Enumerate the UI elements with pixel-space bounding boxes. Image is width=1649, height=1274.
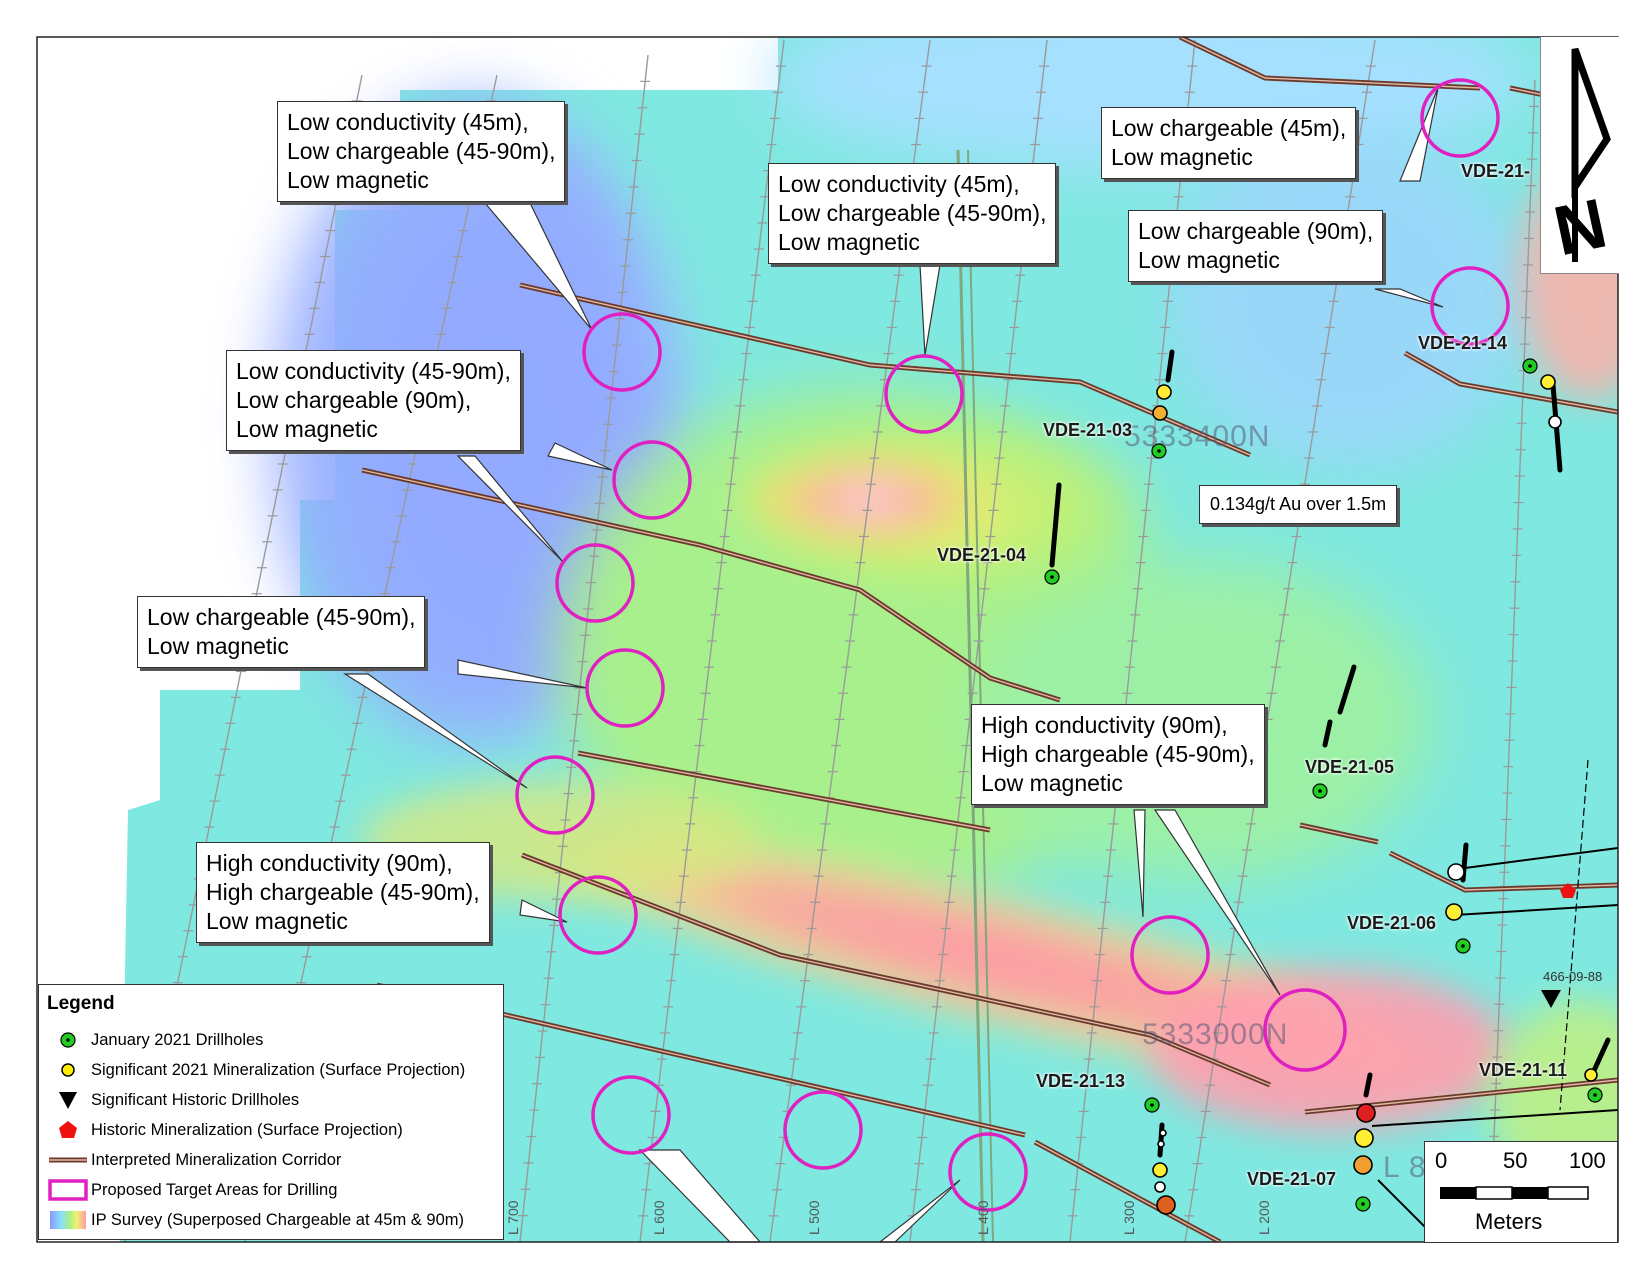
north-arrow: N (1540, 37, 1619, 274)
brown-double-line-icon (49, 1157, 87, 1163)
target-circle (582, 312, 662, 392)
green-dot-icon (60, 1032, 76, 1048)
line-label-600: L 600 (651, 1200, 667, 1235)
target-circle (591, 1075, 671, 1155)
drillhole-label-13: VDE-21-13 (1036, 1071, 1126, 1091)
target-circle (612, 440, 692, 520)
legend-item-corridor: Interpreted Mineralization Corridor (47, 1147, 341, 1173)
legend-item-targets: Proposed Target Areas for Drilling (47, 1177, 337, 1203)
legend-item-historic-mineralization: Historic Mineralization (Surface Project… (47, 1117, 403, 1143)
drillhole-label-06: VDE-21-06 (1347, 913, 1437, 933)
line-label-500: L 500 (806, 1200, 822, 1235)
northing-label-1: 5333400N (1124, 420, 1271, 453)
legend: Legend January 2021 Drillholes Significa… (38, 984, 504, 1240)
drillhole-label-14: VDE-21-14 (1418, 333, 1508, 353)
target-circle (555, 543, 635, 623)
scale-bar-graphic (1440, 1186, 1589, 1200)
target-circle (1263, 988, 1347, 1072)
drillhole-label-07: VDE-21-07 (1247, 1169, 1337, 1189)
drillhole-label-top: VDE-21- (1461, 161, 1531, 181)
scale-unit: Meters (1475, 1209, 1543, 1234)
target-circle (1430, 266, 1510, 346)
scale-tick-100: 100 (1569, 1148, 1606, 1173)
assay-note: 0.134g/t Au over 1.5m (1199, 485, 1398, 524)
historic-drillhole-triangle (1541, 990, 1561, 1008)
target-circle (948, 1132, 1028, 1212)
line-label-700: L 700 (505, 1200, 521, 1235)
callout-low-chargeable-45-90: Low chargeable (45-90m),Low magnetic (137, 596, 426, 668)
black-triangle-icon (59, 1092, 77, 1109)
line-label-400: L 400 (975, 1200, 991, 1235)
target-circle (884, 354, 964, 434)
callout-high-conductivity-2: High conductivity (90m),High chargeable … (196, 842, 490, 943)
magenta-box-icon (48, 1179, 88, 1201)
callout-leaders (342, 87, 1444, 1243)
proposed-target-areas (515, 78, 1510, 1212)
drillhole-label-03: VDE-21-03 (1043, 420, 1133, 440)
line-label-300: L 300 (1121, 1200, 1137, 1235)
callout-low-chargeable-90: Low chargeable (90m),Low magnetic (1128, 210, 1384, 282)
yellow-dot-icon (61, 1063, 75, 1077)
historic-hole-label: 466-09-88 (1543, 969, 1603, 984)
target-circle (585, 648, 665, 728)
north-arrow-icon (1571, 47, 1611, 262)
drill-traces (1049, 349, 1611, 1158)
legend-item-2021-mineralization: Significant 2021 Mineralization (Surface… (47, 1057, 465, 1083)
callout-high-conductivity-1: High conductivity (90m),High chargeable … (971, 704, 1265, 805)
target-circle (1420, 78, 1500, 158)
callout-low-conductivity-3: Low conductivity (45-90m),Low chargeable… (226, 350, 521, 451)
target-circle (558, 875, 638, 955)
drillhole-label-04: VDE-21-04 (937, 545, 1027, 565)
target-circle (515, 755, 595, 835)
scale-tick-0: 0 (1435, 1148, 1448, 1173)
rainbow-ramp-icon (50, 1211, 86, 1229)
drillhole-label-05: VDE-21-05 (1305, 757, 1395, 777)
target-circle (1130, 915, 1210, 995)
scale-tick-50: 50 (1503, 1148, 1528, 1173)
target-circle (783, 1090, 863, 1170)
drillhole-label-11: VDE-21-11 (1479, 1060, 1568, 1080)
northing-label-2: 5333000N (1142, 1018, 1289, 1051)
legend-item-historic-drillholes: Significant Historic Drillholes (47, 1087, 299, 1113)
historic-mineralization-pentagon (1560, 883, 1576, 898)
line-label-partial: L 8 (1383, 1151, 1427, 1184)
legend-title: Legend (47, 993, 115, 1014)
callout-low-chargeable-45: Low chargeable (45m),Low magnetic (1101, 107, 1357, 179)
callout-low-conductivity-2: Low conductivity (45m),Low chargeable (4… (768, 163, 1057, 264)
legend-item-drillholes: January 2021 Drillholes (47, 1027, 263, 1053)
red-pentagon-icon (59, 1121, 77, 1138)
callout-low-conductivity-1: Low conductivity (45m),Low chargeable (4… (277, 101, 566, 202)
scale-bar: 0 50 100 Meters (1424, 1141, 1618, 1243)
legend-item-ip-survey: IP Survey (Superposed Chargeable at 45m … (47, 1207, 464, 1233)
mineralization-points (1152, 374, 1598, 1215)
line-label-200: L 200 (1256, 1200, 1272, 1235)
